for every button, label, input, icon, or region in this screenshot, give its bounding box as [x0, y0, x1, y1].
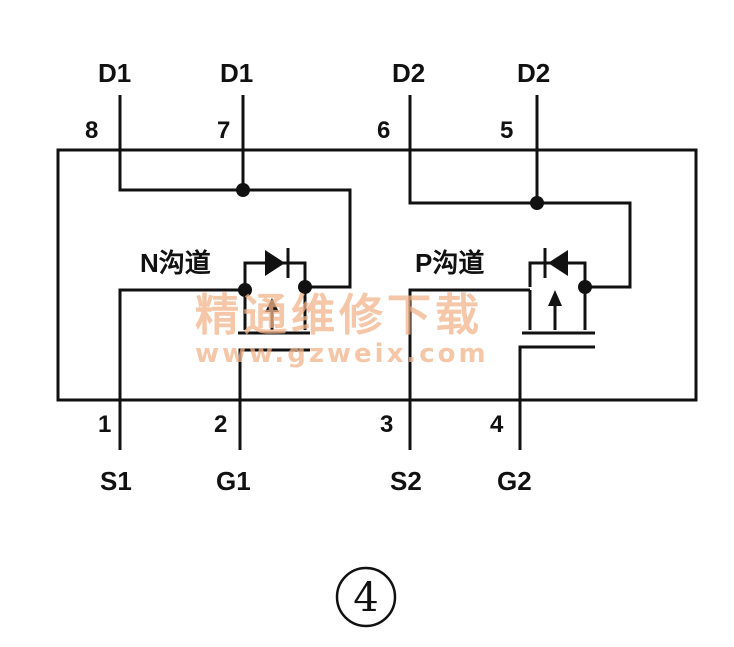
pin-6-name: D2 [392, 58, 425, 88]
p-arrow [548, 290, 562, 306]
n-source-wire [118, 288, 245, 400]
p-drain-wire [408, 150, 632, 289]
pin-7-number: 7 [217, 117, 230, 144]
pin-4-number: 4 [490, 411, 504, 438]
n-diode-triangle [265, 250, 285, 276]
figure-number-circle [335, 566, 397, 628]
pin-6-number: 6 [377, 117, 390, 144]
n-channel-label: N沟道 [140, 248, 211, 278]
pin-2-number: 2 [214, 411, 227, 438]
pin-8-name: D1 [98, 58, 131, 88]
p-diode-triangle [548, 250, 568, 276]
pin-5-name: D2 [517, 58, 550, 88]
figure-number: 4 [353, 575, 378, 621]
p-channel-label: P沟道 [415, 248, 484, 278]
p-drain-junction [530, 196, 544, 210]
watermark-text: 精通维修下载 [195, 290, 483, 341]
pin-3-number: 3 [380, 411, 393, 438]
pin-3-name: S2 [390, 466, 422, 496]
p-source-wire [408, 288, 530, 400]
pin-4-name: G2 [497, 466, 532, 496]
n-gate-wire [238, 348, 310, 400]
pin-7-name: D1 [220, 58, 253, 88]
watermark-url: www.gzweix.com [195, 339, 489, 369]
pin-5-number: 5 [500, 117, 513, 144]
pin-1-number: 1 [98, 411, 111, 438]
n-drain-junction [236, 183, 250, 197]
pin-1-name: S1 [100, 466, 132, 496]
package-outline [56, 148, 698, 402]
pin-8-number: 8 [85, 117, 98, 144]
p-gate-wire [518, 345, 595, 400]
n-drain-wire [118, 150, 352, 289]
pin-2-name: G1 [216, 466, 251, 496]
n-arrow [265, 298, 279, 312]
